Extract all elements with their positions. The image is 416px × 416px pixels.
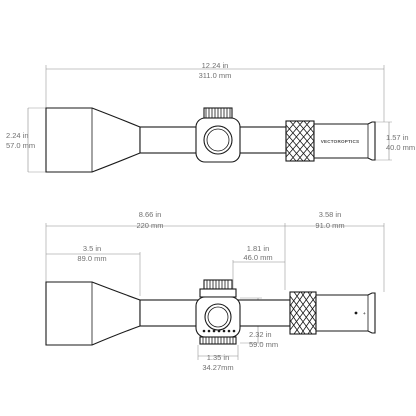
illumination-buttons xyxy=(202,329,236,333)
side-turret-inner-b xyxy=(207,306,229,328)
eyepiece-dia-imperial: 1.57 in xyxy=(386,133,409,142)
main-tube-front xyxy=(139,126,203,154)
mount-length-metric: 34.27mm xyxy=(202,363,233,372)
eyepiece xyxy=(313,121,376,161)
overall-length-imperial: 12.24 in xyxy=(202,61,229,70)
bottom-knob-knurl-b xyxy=(202,337,234,344)
side-turret-b xyxy=(204,303,232,331)
eyepiece-b xyxy=(315,292,376,334)
overall-length-metric: 311.0 mm xyxy=(199,71,232,80)
objective-dia-imperial: 2.24 in xyxy=(6,131,29,140)
knurl-pattern-top xyxy=(285,120,315,162)
mount-length-imperial: 1.35 in xyxy=(207,353,230,362)
objective-section-metric: 89.0 mm xyxy=(77,254,106,263)
elevation-knurl xyxy=(205,108,231,118)
top-scope-side-view: VECTOROPTICS 12.24 in 311.0 mm 2.24 in 5… xyxy=(6,61,415,173)
objective-dia-metric: 57.0 mm xyxy=(6,141,35,150)
bottom-scope-top-view: + 8.66 in 220 mm 3.58 in 91.0 mm 3.5 in … xyxy=(45,210,385,372)
main-tube-rear-b xyxy=(235,299,291,327)
turret-height-imperial: 2.32 in xyxy=(249,330,272,339)
tube-length-metric: 220 mm xyxy=(136,221,163,230)
side-turret-inner xyxy=(206,128,230,152)
turret-offset-metric: 46.0 mm xyxy=(243,253,272,262)
knurl-pattern-bottom xyxy=(289,291,317,335)
tube-length-imperial: 8.66 in xyxy=(139,210,162,219)
objective-bell xyxy=(45,107,141,173)
diopter-dot xyxy=(354,311,358,315)
turret-cap-b xyxy=(199,288,237,298)
main-tube-front-b xyxy=(139,299,203,327)
eye-section-metric: 91.0 mm xyxy=(315,221,344,230)
eyepiece-dia-metric: 40.0 mm xyxy=(386,143,415,152)
main-tube-rear xyxy=(235,126,287,154)
turret-height-metric: 59.0 mm xyxy=(249,340,278,349)
top-turret-knurl-b xyxy=(206,280,229,289)
brand-label: VECTOROPTICS xyxy=(321,139,360,144)
objective-bell-b xyxy=(45,281,141,346)
turret-offset-imperial: 1.81 in xyxy=(247,244,270,253)
objective-section-imperial: 3.5 in xyxy=(83,244,101,253)
diopter-mark: + xyxy=(363,311,366,316)
side-turret xyxy=(203,125,233,155)
eye-section-imperial: 3.58 in xyxy=(319,210,342,219)
